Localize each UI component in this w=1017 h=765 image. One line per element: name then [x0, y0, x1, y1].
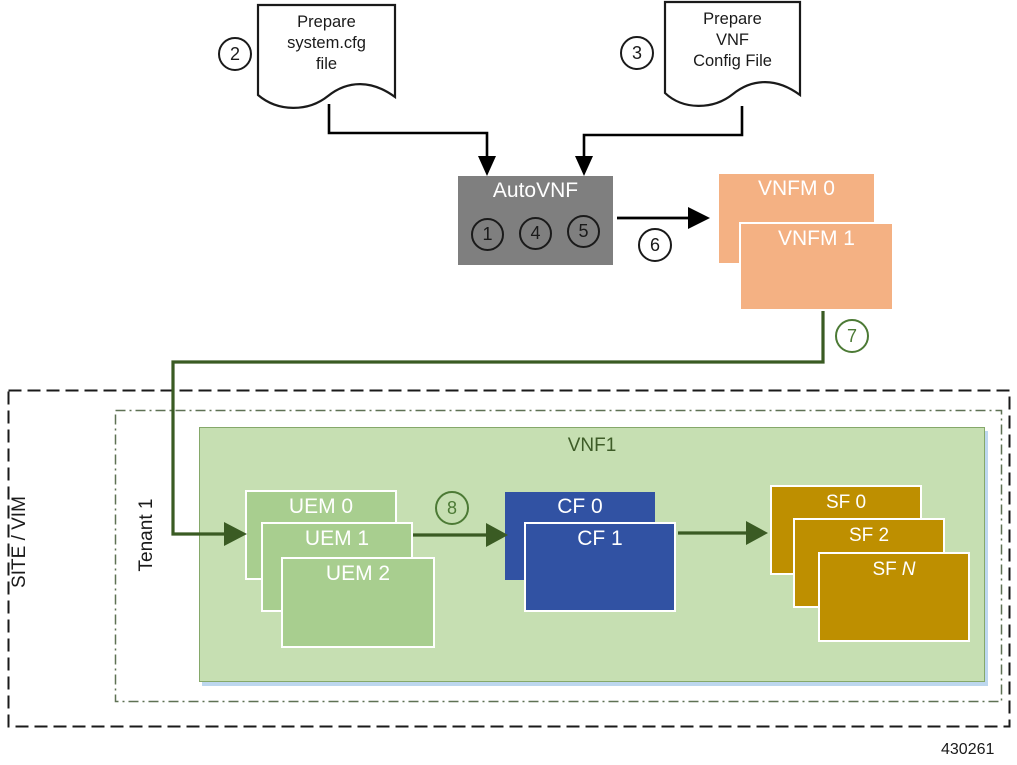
step-3-badge: 3: [620, 36, 654, 70]
vnfm1-box: VNFM 1: [739, 222, 894, 311]
document-vnf-config-label: Prepare VNF Config File: [665, 9, 800, 72]
doc2-line1: Prepare: [703, 10, 762, 28]
cf1-box: CF 1: [524, 522, 676, 612]
document-shape-system-cfg: [256, 3, 397, 109]
figure-number: 430261: [941, 741, 995, 758]
doc2-line2: VNF: [716, 31, 749, 49]
doc1-line2: system.cfg: [287, 34, 366, 52]
doc1-line1: Prepare: [297, 13, 356, 31]
step-1-badge: 1: [471, 218, 504, 251]
document-system-cfg-label: Prepare system.cfg file: [258, 12, 395, 75]
doc1-line3: file: [315, 55, 338, 73]
vnf1-label: VNF1: [567, 435, 617, 456]
uem2-box: UEM 2: [281, 557, 435, 648]
step-4-badge: 4: [519, 217, 552, 250]
sfn-n: N: [901, 559, 916, 580]
doc2-line3: Config File: [693, 52, 772, 70]
autovnf-box: AutoVNF 1 4 5: [458, 176, 613, 265]
site-vim-label: SITE / VIM: [9, 496, 30, 588]
step-5-badge: 5: [567, 215, 600, 248]
step-2-badge: 2: [218, 37, 252, 71]
autovnf-label: AutoVNF: [492, 179, 579, 202]
sfn-prefix: SF: [872, 559, 897, 580]
step-8-badge: 8: [435, 491, 469, 525]
step-7-badge: 7: [835, 319, 869, 353]
step-6-badge: 6: [638, 228, 672, 262]
tenant1-label: Tenant 1: [136, 498, 157, 572]
document-shape-vnf-config: [663, 0, 802, 107]
